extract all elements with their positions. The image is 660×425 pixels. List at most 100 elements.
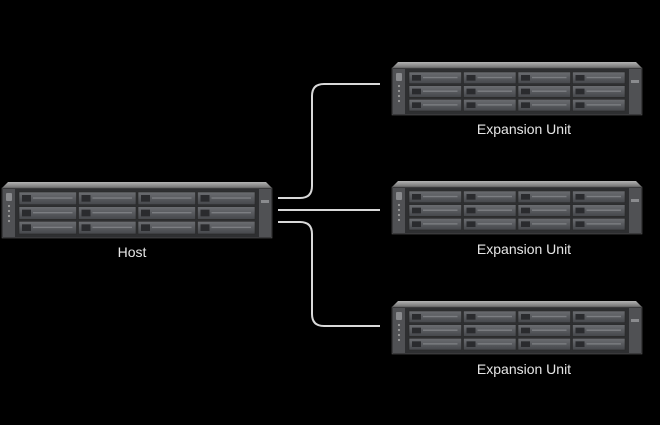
- drive-bay: [463, 218, 517, 231]
- expansion-unit-1-status-led: [397, 84, 401, 88]
- cable-to-expansion-unit-1: [278, 83, 380, 199]
- expansion-unit-3-status-led: [397, 328, 401, 332]
- drive-bay: [408, 85, 462, 98]
- drive-bay: [517, 324, 571, 337]
- drive-bay: [517, 204, 571, 217]
- drive-bay: [572, 338, 626, 351]
- drive-bay: [408, 324, 462, 337]
- drive-bay: [463, 190, 517, 203]
- drive-bay: [517, 310, 571, 323]
- expansion-unit-2-power-button: [396, 192, 402, 200]
- drive-bay: [517, 71, 571, 84]
- host-label: Host: [117, 244, 147, 260]
- drive-bay: [18, 191, 77, 205]
- drive-bay: [463, 99, 517, 112]
- drive-bay: [78, 191, 137, 205]
- expansion-unit-3-status-led: [397, 333, 401, 337]
- drive-bay: [572, 204, 626, 217]
- drive-bay: [517, 218, 571, 231]
- expansion-unit-3-status-led: [397, 338, 401, 342]
- drive-bay: [463, 85, 517, 98]
- drive-bay: [517, 190, 571, 203]
- expansion-unit-3-right-ear: [629, 308, 641, 353]
- drive-bay: [78, 206, 137, 220]
- drive-bay: [572, 310, 626, 323]
- expansion-unit-2-right-ear: [629, 188, 641, 233]
- host-server: [1, 182, 273, 239]
- host-status-led: [7, 204, 11, 208]
- expansion-unit-2-status-led: [397, 218, 401, 222]
- expansion-unit-3-status-led: [397, 323, 401, 327]
- expansion-unit-3: [391, 301, 643, 355]
- drive-bay: [197, 221, 256, 235]
- expansion-unit-1-label-tab: [631, 80, 639, 83]
- expansion-unit-1-drive-bays: [408, 71, 626, 112]
- expansion-unit-3-label: Expansion Unit: [476, 361, 572, 377]
- drive-bay: [463, 324, 517, 337]
- host-drive-bays: [18, 191, 256, 235]
- expansion-unit-1-power-button: [396, 73, 402, 81]
- host-right-ear: [259, 189, 271, 237]
- drive-bay: [408, 310, 462, 323]
- drive-bay: [137, 221, 196, 235]
- expansion-unit-3-label-tab: [631, 319, 639, 322]
- host-status-led: [7, 219, 11, 223]
- drive-bay: [517, 85, 571, 98]
- drive-bay: [408, 338, 462, 351]
- expansion-unit-2-left-ear: [393, 188, 405, 233]
- drive-bay: [408, 99, 462, 112]
- expansion-unit-2-status-led: [397, 203, 401, 207]
- drive-bay: [572, 71, 626, 84]
- host-label-tab: [261, 200, 269, 203]
- expansion-unit-1-right-ear: [629, 69, 641, 114]
- expansion-unit-1-status-led: [397, 89, 401, 93]
- host-left-ear: [3, 189, 15, 237]
- expansion-unit-3-power-button: [396, 312, 402, 320]
- expansion-unit-1-top-panel: [392, 62, 642, 68]
- drive-bay: [197, 206, 256, 220]
- host-status-led: [7, 214, 11, 218]
- expansion-unit-1-label: Expansion Unit: [476, 121, 572, 137]
- drive-bay: [137, 206, 196, 220]
- drive-bay: [572, 99, 626, 112]
- expansion-unit-2-status-led: [397, 213, 401, 217]
- drive-bay: [572, 85, 626, 98]
- expansion-unit-2-status-led: [397, 208, 401, 212]
- cable-to-expansion-unit-3: [278, 221, 380, 327]
- expansion-unit-2-top-panel: [392, 181, 642, 187]
- drive-bay: [572, 218, 626, 231]
- drive-bay: [408, 204, 462, 217]
- drive-bay: [572, 324, 626, 337]
- drive-bay: [78, 221, 137, 235]
- expansion-unit-1: [391, 62, 643, 116]
- drive-bay: [408, 71, 462, 84]
- drive-bay: [517, 338, 571, 351]
- drive-bay: [463, 310, 517, 323]
- expansion-unit-1-left-ear: [393, 69, 405, 114]
- drive-bay: [408, 190, 462, 203]
- drive-bay: [517, 99, 571, 112]
- drive-bay: [463, 338, 517, 351]
- cables: [278, 83, 380, 327]
- expansion-unit-3-top-panel: [392, 301, 642, 307]
- expansion-unit-1-status-led: [397, 94, 401, 98]
- expansion-unit-1-status-led: [397, 99, 401, 103]
- expansion-unit-3-left-ear: [393, 308, 405, 353]
- drive-bay: [197, 191, 256, 205]
- host-power-button: [6, 193, 12, 201]
- drive-bay: [463, 204, 517, 217]
- drive-bay: [572, 190, 626, 203]
- drive-bay: [18, 221, 77, 235]
- drive-bay: [463, 71, 517, 84]
- host-status-led: [7, 209, 11, 213]
- drive-bay: [137, 191, 196, 205]
- expansion-unit-2-label-tab: [631, 199, 639, 202]
- expansion-unit-2: [391, 181, 643, 235]
- host-top-panel: [2, 182, 272, 188]
- expansion-unit-2-drive-bays: [408, 190, 626, 231]
- expansion-unit-2-label: Expansion Unit: [476, 241, 572, 257]
- drive-bay: [408, 218, 462, 231]
- drive-bay: [18, 206, 77, 220]
